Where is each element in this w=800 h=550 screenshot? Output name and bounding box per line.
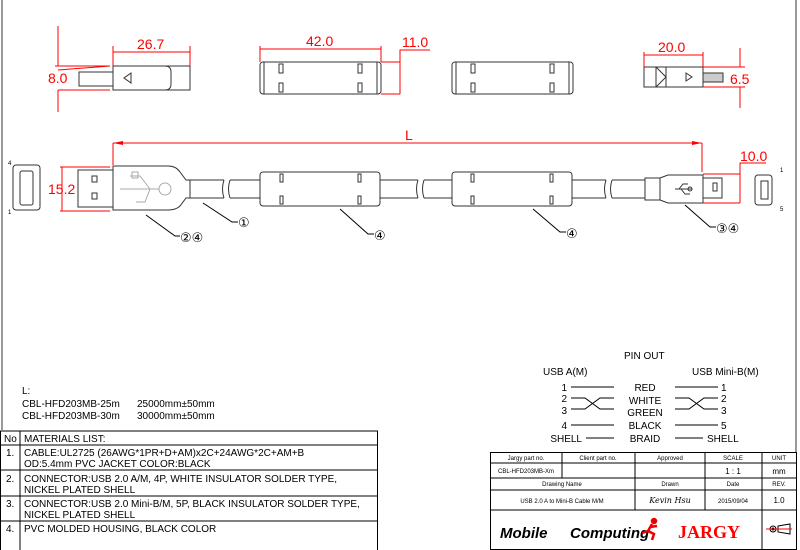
label: Client part no. <box>579 456 617 462</box>
length-part: CBL-HFD203MB-30m <box>22 411 120 422</box>
item-text: OD:5.4mm PVC JACKET COLOR:BLACK <box>24 459 211 470</box>
date-value: 2015/09/04 <box>718 499 749 505</box>
pinout-right-title: USB Mini-B(M) <box>692 367 759 378</box>
label: Approved <box>657 456 683 462</box>
pin-a-1: 1 <box>8 210 12 216</box>
length-dimension: L 15.2 10.0 <box>48 127 767 212</box>
callout-4b: ④ <box>566 227 578 242</box>
wire-color: WHITE <box>629 396 662 407</box>
label: SCALE <box>723 456 743 462</box>
logo-mobile: Mobile <box>500 525 548 542</box>
item-text: CABLE:UL2725 (26AWG*1PR+D+AM)x2C+24AWG*2… <box>24 448 305 459</box>
label: Drawn <box>661 482 678 488</box>
wire-color: GREEN <box>627 408 663 419</box>
pinout: PIN OUT USB A(M) USB Mini-B(M) 1 2 3 4 S… <box>543 351 759 445</box>
item-text: CONNECTOR:USB 2.0 Mini-B/M, 5P, BLACK IN… <box>24 499 360 510</box>
dim-minib-width: 10.0 <box>740 148 767 164</box>
pin-b: 3 <box>721 406 727 417</box>
wire-color: BRAID <box>630 434 661 445</box>
item-text: PVC MOLDED HOUSING, BLACK COLOR <box>24 524 216 535</box>
pin-b: SHELL <box>707 434 739 445</box>
materials-header: MATERIALS LIST: <box>24 434 106 445</box>
item-text: NICKEL PLATED SHELL <box>24 510 136 521</box>
ferrite-top-view: 42.0 11.0 <box>259 33 430 95</box>
callout-2-4: ②④ <box>180 231 203 246</box>
pin-b-5: 5 <box>780 207 784 213</box>
pin-b: 2 <box>721 394 727 405</box>
wire-color: RED <box>634 383 655 394</box>
callout-1: ① <box>238 216 250 231</box>
dim-minib-length: 20.0 <box>658 39 685 55</box>
dim-ferrite-dia: 11.0 <box>402 34 428 50</box>
item-no: 4. <box>6 524 14 535</box>
title-block <box>490 452 797 550</box>
length-value: 25000mm±50mm <box>137 399 215 410</box>
logo-jargy: JARGY <box>678 522 740 542</box>
projection-symbol-icon <box>766 523 792 535</box>
pin-a: SHELL <box>550 434 582 445</box>
part-number: CBL-HFD203MB-Xm <box>498 469 554 475</box>
pin-b: 1 <box>721 383 727 394</box>
item-no: 1. <box>6 448 14 459</box>
callout-3-4: ③④ <box>716 222 739 237</box>
pin-a: 1 <box>561 383 567 394</box>
scale-value: 1 : 1 <box>725 467 741 476</box>
ferrite-core <box>259 171 381 207</box>
label: UNIT <box>772 456 786 462</box>
pin-a-4: 4 <box>8 161 12 167</box>
logo-computing: Computing <box>570 525 649 542</box>
callouts <box>145 202 716 237</box>
pin-a: 2 <box>561 394 567 405</box>
usb-a-connector <box>77 165 191 211</box>
item-no: 2. <box>6 474 14 485</box>
pinout-title: PIN OUT <box>624 351 665 362</box>
dim-a-length: 26.7 <box>137 36 164 52</box>
unit-value: mm <box>772 467 786 476</box>
dim-cable-length: L <box>405 127 413 143</box>
revision-value: 1.0 <box>773 496 785 505</box>
mini-b-connector <box>644 174 723 204</box>
mini-b-face: 1 5 <box>754 168 784 213</box>
mini-b-top-view: 20.0 6.5 <box>643 39 750 108</box>
dim-a-height: 8.0 <box>48 70 68 86</box>
length-value: 30000mm±50mm <box>137 411 215 422</box>
dim-minib-height: 6.5 <box>730 71 750 87</box>
pin-a: 4 <box>561 421 567 432</box>
dim-a-width: 15.2 <box>48 181 75 197</box>
pinout-left-title: USB A(M) <box>543 367 587 378</box>
item-text: NICKEL PLATED SHELL <box>24 485 136 496</box>
pin-b: 5 <box>721 421 727 432</box>
cable-break-marks <box>222 178 613 200</box>
runner-icon <box>641 517 658 541</box>
label: Jargy part no. <box>508 456 545 462</box>
dim-ferrite-length: 42.0 <box>306 33 333 49</box>
materials-row: 1. CABLE:UL2725 (26AWG*1PR+D+AM)x2C+24AW… <box>6 448 360 535</box>
label: REV. <box>772 482 786 488</box>
label: Drawing Name <box>542 482 582 488</box>
label: Date <box>727 482 740 488</box>
callout-4a: ④ <box>374 229 386 244</box>
usb-a-top-view: 26.7 8.0 <box>48 26 191 112</box>
length-label: L: <box>22 386 30 397</box>
company-logo: Mobile Computing JARGY <box>500 517 792 542</box>
materials-no-header: No <box>4 434 17 445</box>
title-block-text: Jargy part no. Client part no. Approved … <box>498 456 786 505</box>
ferrite-core-2 <box>451 171 573 207</box>
materials-table <box>0 430 378 550</box>
drawn-signature: Kevin Hsu <box>648 496 691 505</box>
pin-a: 3 <box>561 406 567 417</box>
wire-color: BLACK <box>629 421 662 432</box>
item-text: CONNECTOR:USB 2.0 A/M, 4P, WHITE INSULAT… <box>24 474 337 485</box>
drawing-name: USB 2.0 A to Mini-B Cable M/M <box>520 499 603 505</box>
pin-b-1: 1 <box>780 168 784 174</box>
ferrite-top-view-2 <box>451 61 574 95</box>
usb-a-face: 4 1 <box>8 161 41 216</box>
item-no: 3. <box>6 499 14 510</box>
length-part: CBL-HFD203MB-25m <box>22 399 120 410</box>
